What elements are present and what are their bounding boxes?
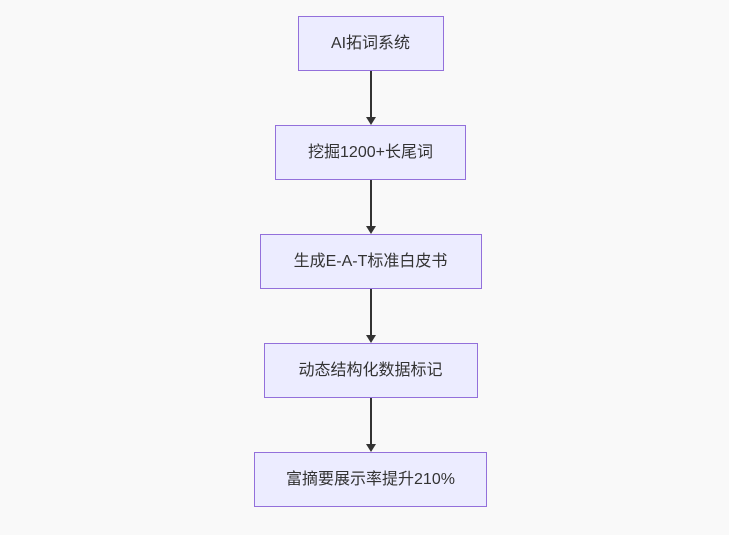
flow-node-longtail-mining: 挖掘1200+长尾词 [275,125,466,180]
flow-node-ai-system: AI拓词系统 [297,16,444,71]
arrow-line [369,180,372,226]
flowchart-canvas: AI拓词系统 挖掘1200+长尾词 生成E-A-T标准白皮书 动态结构化数据标记… [6,16,729,507]
flow-node-structured-data: 动态结构化数据标记 [263,343,478,398]
flow-node-eat-whitepaper: 生成E-A-T标准白皮书 [259,234,482,289]
flow-arrow [365,289,376,343]
flow-node-rich-snippet-result: 富摘要展示率提升210% [254,452,487,507]
arrow-head-icon [365,226,376,234]
arrow-line [369,71,372,117]
flow-node-label: AI拓词系统 [330,34,411,52]
arrow-line [369,398,372,444]
arrow-line [369,289,372,335]
arrow-head-icon [365,444,376,452]
flow-node-label: 生成E-A-T标准白皮书 [293,252,448,270]
flow-arrow [365,398,376,452]
arrow-head-icon [365,335,376,343]
flow-node-label: 挖掘1200+长尾词 [308,143,433,161]
flow-arrow [365,180,376,234]
flow-node-label: 富摘要展示率提升210% [286,470,455,488]
flow-node-label: 动态结构化数据标记 [298,361,443,379]
arrow-head-icon [365,117,376,125]
flow-arrow [365,71,376,125]
